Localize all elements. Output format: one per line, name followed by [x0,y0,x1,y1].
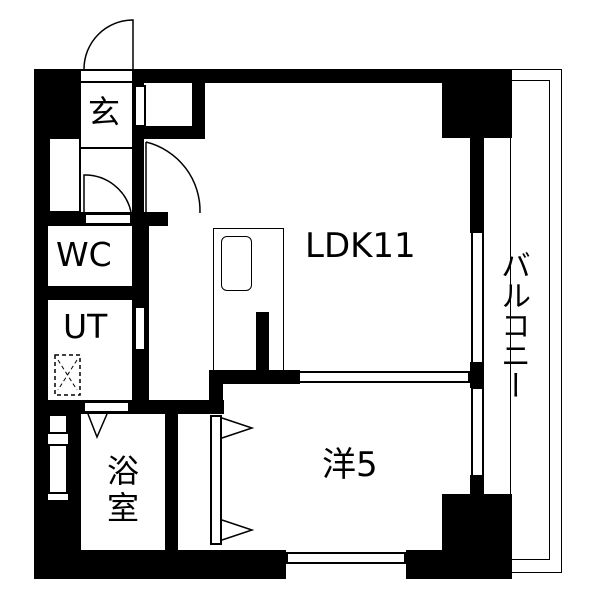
room-label-utility: UT [63,307,108,346]
room-label-balcony: バルコニー [495,250,530,400]
room-label-bath: 浴室 [107,452,140,527]
western-bottom-window [286,552,406,564]
balcony-inner [510,80,550,560]
room-label-western: 洋5 [322,445,378,485]
bath-side-slot-1 [48,414,68,434]
wall-top [132,69,512,83]
wall-right-lower [470,475,484,505]
wall-right-upper [470,69,484,233]
wall-bath-right [165,400,178,579]
wall-western-left [209,370,223,410]
column-bottom-right [442,494,512,579]
ut-side-window [134,306,146,351]
wc-door-threshold [84,213,132,225]
wall-ldk-western [209,370,300,384]
entrance-side-window [134,85,146,127]
western-window [471,387,484,477]
closet-door [210,415,222,545]
wall-left [34,69,48,579]
entrance-threshold [79,69,134,83]
kitchen-sink [221,236,252,291]
western-sliding-door [298,371,470,383]
wall-wc-ut [34,286,149,300]
ldk-window [471,231,484,364]
wall-bath-left [68,400,81,579]
wall-closet-bottom [144,126,205,139]
kitchen-partition [256,312,269,372]
wall-right-mid [470,362,484,388]
room-label-ldk: LDK11 [305,226,416,266]
kitchen-counter [213,228,284,371]
wall-closet-right [192,69,205,139]
bath-door-threshold [83,401,130,413]
hall-cabinet [48,137,81,213]
bath-side-slot-2 [48,444,68,494]
room-label-wc: WC [56,235,112,274]
room-label-entrance: 玄 [88,93,121,131]
